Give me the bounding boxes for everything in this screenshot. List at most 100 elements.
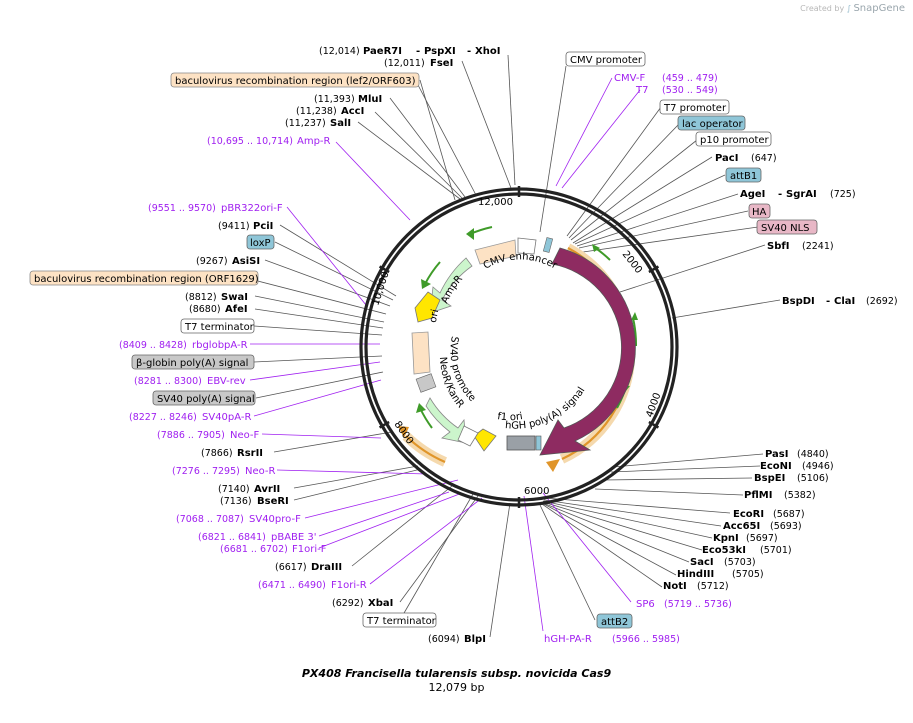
attb1-box [725, 167, 762, 183]
primer-neof-range: (7886 .. 7905) [157, 430, 225, 441]
site-sgrai-pos: (725) [830, 189, 856, 200]
site-acc65i-pos: (5693) [770, 521, 802, 532]
hgh-polya-arrow [457, 425, 479, 447]
tick-mark [648, 420, 660, 429]
snapgene-credit: Created by ∫ SnapGene [800, 3, 905, 14]
site-sali: SalI [330, 118, 351, 129]
sv40-promoter-arrow [411, 331, 431, 375]
site-hindiii-pos: (5705) [732, 569, 764, 580]
primer-rbglob-range: (8409 .. 8428) [119, 340, 187, 351]
primer-ampr: Amp-R [297, 136, 331, 147]
primer-ebv-range: (8281 .. 8300) [134, 376, 202, 387]
sv40-nls-box [756, 219, 818, 235]
primer-f1orir: F1ori-R [331, 580, 367, 591]
fncas9-label: FnCas9 [608, 334, 619, 371]
cmv-promoter-box [565, 51, 646, 67]
tick-label-6000: 6000 [524, 486, 549, 497]
f1ori-text: f1 ori [497, 411, 524, 423]
site-swai-pos: (8812) [185, 292, 217, 303]
site-noti-pos: (5712) [697, 581, 729, 592]
site-pcii: PciI [253, 221, 273, 232]
bac-orf1629-label: baculovirus recombination region (ORF162… [34, 274, 259, 285]
site-paci-pos: (647) [751, 153, 777, 164]
ori-text: ori [428, 308, 441, 323]
sv40-polya-box [152, 390, 256, 406]
primer-pbr322: pBR322ori-F [221, 203, 283, 214]
site-pflmi: PflMI [744, 490, 772, 501]
site-sbfi-pos: (2241) [802, 241, 834, 252]
t7-terminator-left-label: T7 terminator [184, 322, 255, 333]
ha-box [748, 203, 771, 219]
primer-sv40pa: SV40pA-R [202, 412, 251, 423]
site-clai-pos: (2692) [866, 296, 898, 307]
primer-sv40pro-range: (7068 .. 7087) [176, 514, 244, 525]
attb2-label: attB2 [601, 617, 628, 628]
site-acci: AccI [341, 106, 364, 117]
p10-promoter-box [695, 131, 772, 147]
brand-name: SnapGene [853, 3, 905, 14]
site-saci-pos: (5703) [724, 557, 756, 568]
primer-hgh-range: (5966 .. 5985) [612, 634, 680, 645]
site-kpni: KpnI [713, 533, 739, 544]
site-bspei: BspEI [754, 473, 785, 484]
primer-f1orif: F1ori-F [292, 544, 327, 555]
site-avrii-pos: (7140) [218, 484, 250, 495]
site-acc65i: Acc65I [723, 521, 760, 532]
site-sali-pos: (11,237) [285, 118, 326, 129]
site-mlui-pos: (11,393) [314, 94, 355, 105]
cmv-enhancer-arrow [474, 239, 517, 265]
site-acci-pos: (11,238) [296, 106, 337, 117]
site-draiii-pos: (6617) [275, 562, 307, 573]
primer-cmvf-range: (459 .. 479) [662, 73, 718, 84]
site-eco53ki-pos: (5701) [760, 545, 792, 556]
t7-promoter-box [659, 99, 730, 115]
primer-t7: T7 [635, 85, 648, 96]
primer-rbglob: rbglobpA-R [192, 340, 248, 351]
site-rsrii-pos: (7866) [201, 448, 233, 459]
primer-cmvf: CMV-F [614, 73, 645, 84]
bac-orf1629-box [29, 270, 259, 286]
primer-sp6: SP6 [636, 599, 655, 610]
bac-lef2-box [170, 72, 420, 88]
site-paci: PacI [715, 153, 738, 164]
site-saci: SacI [690, 557, 714, 568]
site-eco53ki: Eco53kI [702, 545, 746, 556]
primer-hgh: hGH-PA-R [544, 634, 592, 645]
site-swai: SwaI [221, 292, 248, 303]
site-pspxi-dash: - [416, 46, 420, 57]
site-sbfi: SbfI [767, 241, 789, 252]
attb2-marker [535, 435, 542, 451]
site-avrii: AvrII [254, 484, 280, 495]
hgh-polya-box [506, 435, 536, 451]
primer-pbabe-range: (6821 .. 6841) [198, 532, 266, 543]
fncas9-arrow [539, 247, 636, 456]
tick-mark [378, 265, 390, 274]
site-fsei: FseI [430, 58, 453, 69]
ori-label: ori [428, 308, 441, 323]
lac-operator-label: lac operator [682, 119, 743, 130]
site-xhoi-dash: - [467, 46, 471, 57]
attb1-marker [542, 237, 554, 253]
t7-promoter-label: T7 promoter [663, 103, 727, 114]
primer-neor-range: (7276 .. 7295) [172, 466, 240, 477]
site-econi: EcoNI [760, 461, 792, 472]
site-hindiii: HindIII [677, 569, 714, 580]
primer-ampr-range: (10,695 .. 10,714) [207, 136, 293, 147]
primer-f1orir-range: (6471 .. 6490) [258, 580, 326, 591]
site-afei: AfeI [225, 304, 248, 315]
site-paer7i-pos: (12,014) [319, 46, 360, 57]
site-rsrii: RsrII [237, 448, 263, 459]
site-blpi-pos: (6094) [428, 634, 460, 645]
site-ecori-pos: (5687) [773, 509, 805, 520]
p10-promoter-label: p10 promoter [700, 135, 770, 146]
site-pspxi: PspXI [424, 46, 456, 57]
attb2-box [596, 613, 633, 629]
site-kpni-pos: (5697) [746, 533, 778, 544]
loxp-label: loxP [250, 238, 271, 249]
primer-pbabe: pBABE 3' [271, 532, 317, 543]
bac-recombination-band-left [398, 426, 448, 467]
tick-mark [648, 265, 660, 274]
t7-terminator-left-box [180, 318, 255, 334]
site-noti: NotI [663, 581, 687, 592]
